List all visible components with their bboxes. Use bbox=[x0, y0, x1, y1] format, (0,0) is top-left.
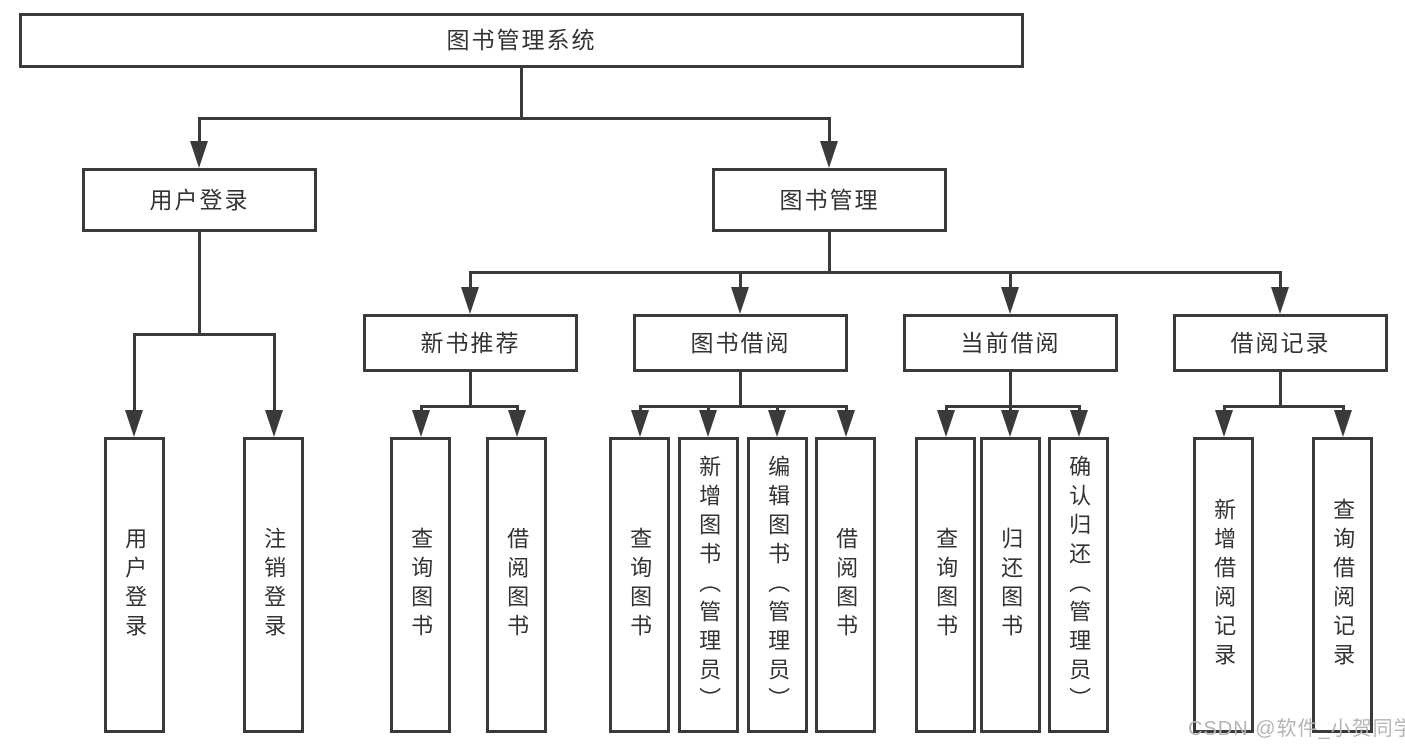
connector-arrowhead-icon bbox=[190, 141, 208, 168]
connector-line bbox=[468, 372, 472, 406]
node-current-borrowing: 当前借阅 bbox=[903, 314, 1118, 372]
connector-line bbox=[132, 334, 136, 417]
node-leaf-query-books-2: 查询图书 bbox=[609, 437, 670, 733]
connector-arrowhead-icon bbox=[1001, 287, 1019, 314]
connector-line bbox=[419, 404, 519, 408]
node-label: 查询借阅记录 bbox=[1330, 498, 1356, 672]
connector-line bbox=[468, 270, 1282, 274]
connector-arrowhead-icon bbox=[1271, 287, 1289, 314]
connector-arrowhead-icon bbox=[508, 410, 526, 437]
connector-arrowhead-icon bbox=[937, 410, 955, 437]
node-leaf-return-book: 归还图书 bbox=[980, 437, 1041, 733]
connector-line bbox=[1278, 372, 1282, 406]
node-leaf-add-record: 新增借阅记录 bbox=[1193, 437, 1254, 733]
connector-line bbox=[1008, 372, 1012, 406]
connector-line bbox=[468, 272, 472, 294]
node-leaf-edit-book-admin: 编辑图书（管理员） bbox=[747, 437, 808, 733]
node-book-management: 图书管理 bbox=[712, 168, 947, 232]
node-leaf-borrow-books-2: 借阅图书 bbox=[815, 437, 876, 733]
node-label: 借阅图书 bbox=[504, 527, 530, 643]
node-leaf-confirm-return: 确认归还（管理员） bbox=[1048, 437, 1109, 733]
connector-arrowhead-icon bbox=[631, 410, 649, 437]
node-leaf-query-books-1: 查询图书 bbox=[390, 437, 451, 733]
node-label: 新增图书（管理员） bbox=[696, 454, 722, 716]
node-label: 借阅记录 bbox=[1230, 329, 1331, 356]
connector-arrowhead-icon bbox=[125, 410, 143, 437]
connector-line bbox=[197, 116, 831, 120]
node-label: 确认归还（管理员） bbox=[1066, 454, 1092, 716]
connector-arrowhead-icon bbox=[837, 410, 855, 437]
node-label: 新书推荐 bbox=[420, 329, 521, 356]
connector-line bbox=[738, 372, 742, 406]
node-new-book-recommend: 新书推荐 bbox=[363, 314, 578, 372]
node-user-login-group: 用户登录 bbox=[82, 168, 317, 232]
connector-arrowhead-icon bbox=[1001, 410, 1019, 437]
node-label: 归还图书 bbox=[998, 527, 1024, 643]
watermark: CSDN @软件_小贺同学 bbox=[1188, 718, 1405, 740]
connector-line bbox=[272, 334, 276, 417]
connector-line bbox=[132, 332, 276, 336]
connector-arrowhead-icon bbox=[1215, 410, 1233, 437]
node-label: 借阅图书 bbox=[833, 527, 859, 643]
connector-arrowhead-icon bbox=[1334, 410, 1352, 437]
connector-line bbox=[197, 232, 201, 334]
node-book-borrowing: 图书借阅 bbox=[633, 314, 848, 372]
connector-line bbox=[1222, 404, 1345, 408]
node-label: 查询图书 bbox=[933, 527, 959, 643]
node-leaf-borrow-books-1: 借阅图书 bbox=[486, 437, 547, 733]
node-leaf-logout: 注销登录 bbox=[243, 437, 304, 733]
node-label: 注销登录 bbox=[261, 527, 287, 643]
connector-line bbox=[827, 232, 831, 272]
connector-line bbox=[944, 404, 1081, 408]
node-label: 新增借阅记录 bbox=[1211, 498, 1237, 672]
connector-arrowhead-icon bbox=[412, 410, 430, 437]
node-leaf-user-login: 用户登录 bbox=[104, 437, 165, 733]
node-root-system: 图书管理系统 bbox=[19, 13, 1024, 68]
connector-line bbox=[738, 272, 742, 294]
node-label: 编辑图书（管理员） bbox=[765, 454, 791, 716]
connector-arrowhead-icon bbox=[1070, 410, 1088, 437]
node-borrowing-records: 借阅记录 bbox=[1173, 314, 1388, 372]
connector-line bbox=[1008, 272, 1012, 294]
node-label: 图书管理系统 bbox=[446, 27, 597, 54]
connector-line bbox=[638, 404, 848, 408]
node-label: 用户登录 bbox=[149, 186, 250, 213]
connector-line bbox=[519, 68, 523, 118]
node-label: 用户登录 bbox=[122, 527, 148, 643]
connector-line bbox=[197, 118, 201, 148]
node-label: 查询图书 bbox=[627, 527, 653, 643]
node-leaf-query-books-3: 查询图书 bbox=[915, 437, 976, 733]
node-label: 图书借阅 bbox=[690, 329, 791, 356]
node-label: 当前借阅 bbox=[960, 329, 1061, 356]
connector-line bbox=[827, 118, 831, 148]
connector-line bbox=[1278, 272, 1282, 294]
connector-arrowhead-icon bbox=[461, 287, 479, 314]
node-leaf-query-record: 查询借阅记录 bbox=[1312, 437, 1373, 733]
connector-arrowhead-icon bbox=[820, 141, 838, 168]
connector-arrowhead-icon bbox=[265, 410, 283, 437]
connector-arrowhead-icon bbox=[768, 410, 786, 437]
node-leaf-add-book-admin: 新增图书（管理员） bbox=[678, 437, 739, 733]
connector-arrowhead-icon bbox=[699, 410, 717, 437]
connector-arrowhead-icon bbox=[731, 287, 749, 314]
node-label: 图书管理 bbox=[779, 186, 880, 213]
node-label: 查询图书 bbox=[408, 527, 434, 643]
